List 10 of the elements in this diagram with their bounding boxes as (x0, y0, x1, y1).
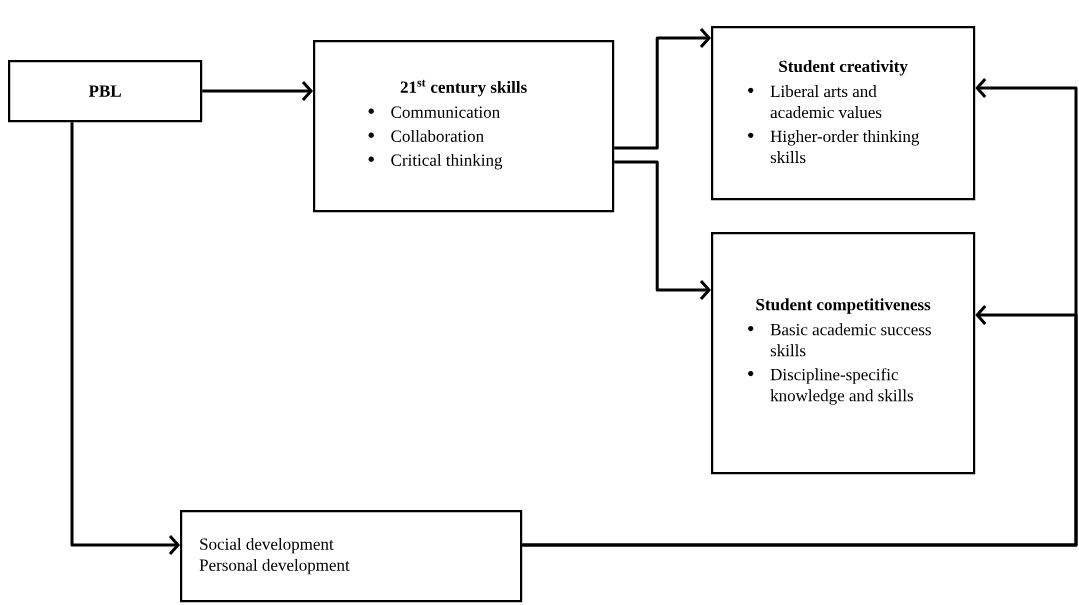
arrow (202, 81, 313, 102)
skills-box: Student competitiveness Basic academic success skills Discipline-specific knowledge and skills (711, 232, 976, 475)
skills-box: 21$^{st}$ century skills Communication Collaboration Critical thinking (313, 40, 615, 213)
outcome-box: Social development Personal development (180, 510, 523, 603)
arrow (614, 160, 711, 300)
arrow (70, 122, 180, 555)
arrow (614, 28, 711, 150)
process-box: PBL (8, 60, 203, 123)
skills-box: Student creativity Liberal arts and academic values Higher-order thinking skills (711, 26, 976, 201)
arrow (522, 305, 1078, 547)
